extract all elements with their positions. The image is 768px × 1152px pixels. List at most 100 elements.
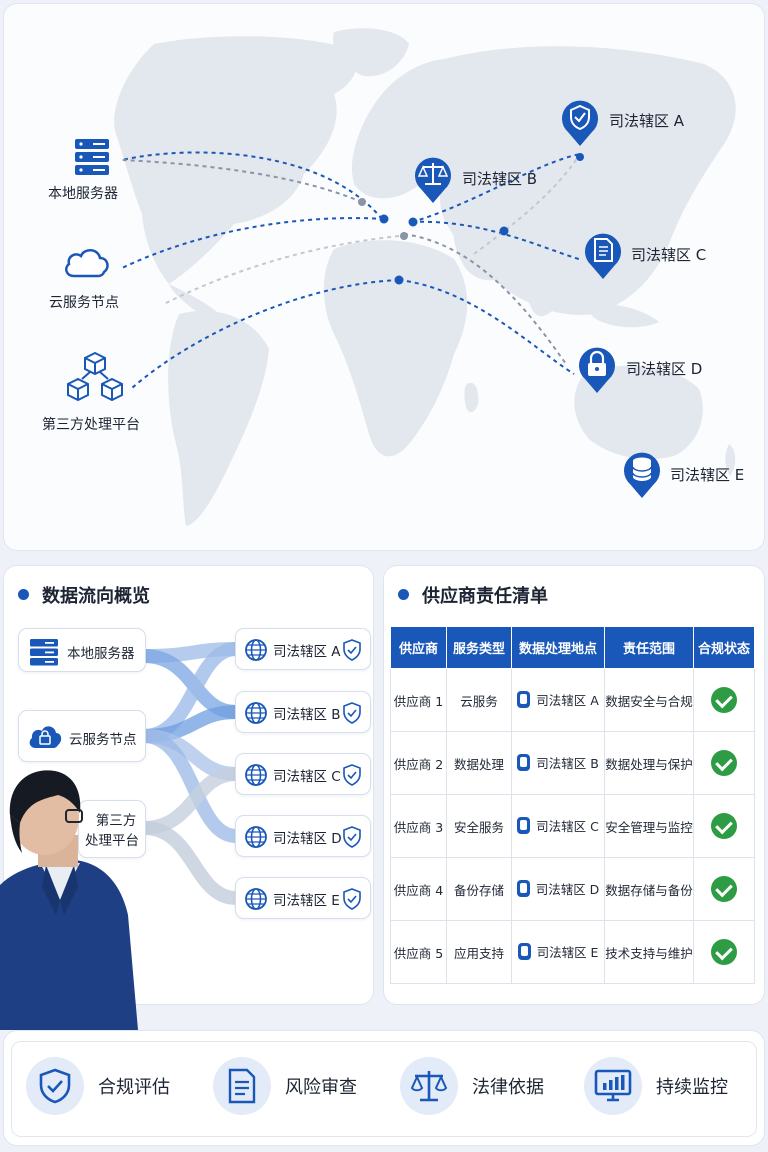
bottom-actions-frame <box>11 1041 757 1137</box>
map-jurisdiction-label-a: 司法辖区 A <box>609 112 685 130</box>
header-status: 合规状态 <box>693 626 755 669</box>
bottom-icon-circle <box>213 1057 271 1115</box>
processing-location: 司法辖区 A <box>511 668 605 732</box>
table-row: 供应商 5 应用支持 司法辖区 E 技术支持与维护 <box>390 920 755 984</box>
route-server-b <box>121 151 383 220</box>
node-6 <box>358 198 366 206</box>
location-label: 司法辖区 A <box>536 692 599 708</box>
service-type: 应用支持 <box>446 920 512 984</box>
shield-check-icon <box>343 888 361 910</box>
route-cloud <box>121 217 385 269</box>
vendor-table: 供应商 服务类型 数据处理地点 责任范围 合规状态 供应商 1 云服务 司法辖区… <box>390 626 755 984</box>
processing-location: 司法辖区 D <box>511 857 605 921</box>
location-label: 司法辖区 B <box>536 755 599 771</box>
monitor-chart-icon <box>594 1069 632 1102</box>
bottom-actions-panel: 合规评估 风险审查 法律依据 持续监控 <box>3 1030 765 1146</box>
vendor-name: 供应商 4 <box>390 857 447 921</box>
check-circle-icon <box>711 939 737 965</box>
route-c <box>411 220 583 261</box>
responsibility-scope: 安全管理与监控 <box>604 794 694 858</box>
flow-ribbons <box>137 642 243 905</box>
location-label: 司法辖区 E <box>536 944 599 960</box>
route-d-gray <box>403 233 567 365</box>
table-row: 供应商 4 备份存储 司法辖区 D 数据存储与备份 <box>390 857 755 921</box>
flow-destination-b-label: 司法辖区 B <box>273 707 341 723</box>
map-source-label-thirdparty: 第三方处理平台 <box>42 417 140 433</box>
check-circle-icon <box>711 876 737 902</box>
node-7 <box>400 232 408 240</box>
header-vendor: 供应商 <box>390 626 447 669</box>
node-5 <box>576 153 584 161</box>
document-icon <box>585 233 621 279</box>
server-icon <box>30 639 58 666</box>
scales-icon <box>410 1071 448 1102</box>
section-dot <box>18 589 29 600</box>
responsibility-scope: 技术支持与维护 <box>604 920 694 984</box>
vendor-name: 供应商 5 <box>390 920 447 984</box>
flow-source-cloud: 云服务节点 <box>18 710 146 762</box>
risk-review-label: 风险审查 <box>285 1077 357 1098</box>
map-nodes <box>358 153 584 285</box>
flow-destination-e: 司法辖区 E <box>235 877 371 919</box>
service-type: 备份存储 <box>446 857 512 921</box>
node-1 <box>379 214 389 224</box>
map-pin-a <box>559 97 601 147</box>
flow-source-thirdparty: 第三方 处理平台 <box>78 800 146 858</box>
vendor-responsibility-panel: 供应商责任清单 供应商 服务类型 数据处理地点 责任范围 合规状态 供应商 1 … <box>383 565 765 1005</box>
bottom-icon-circle <box>26 1057 84 1115</box>
globe-icon <box>245 702 267 724</box>
responsibility-scope: 数据安全与合规 <box>604 668 694 732</box>
globe-icon <box>245 826 267 848</box>
flow-source-server-label: 本地服务器 <box>67 646 135 662</box>
shield-check-icon <box>343 639 361 661</box>
location-icon <box>517 816 531 834</box>
shield-check-icon <box>39 1068 71 1104</box>
server-icon <box>75 139 109 175</box>
shield-check-icon <box>343 764 361 786</box>
globe-icon <box>245 764 267 786</box>
lock-icon <box>579 347 615 393</box>
map-flow-routes <box>121 151 583 389</box>
header-service: 服务类型 <box>446 626 512 669</box>
shield-check-icon <box>343 702 361 724</box>
compliance-assessment-item[interactable]: 合规评估 <box>26 1055 170 1117</box>
flow-source-server: 本地服务器 <box>18 628 146 672</box>
legal-basis-label: 法律依据 <box>472 1077 544 1098</box>
world-map <box>114 28 736 526</box>
table-row: 供应商 1 云服务 司法辖区 A 数据安全与合规 <box>390 668 755 732</box>
flow-destination-c: 司法辖区 C <box>235 753 371 795</box>
header-location: 数据处理地点 <box>511 626 605 669</box>
flow-destination-a-label: 司法辖区 A <box>273 644 341 660</box>
flow-destination-d: 司法辖区 D <box>235 815 371 857</box>
thirdparty-label-line1: 第三方 <box>95 813 137 829</box>
compliance-status <box>693 794 755 858</box>
compliance-status <box>693 857 755 921</box>
risk-review-item[interactable]: 风险审查 <box>213 1055 357 1117</box>
legal-basis-item[interactable]: 法律依据 <box>400 1055 544 1117</box>
check-circle-icon <box>711 750 737 776</box>
person-illustration <box>0 770 138 1030</box>
thirdparty-label-line2: 处理平台 <box>85 833 139 849</box>
bottom-icon-circle <box>584 1057 642 1115</box>
map-source-label-cloud: 云服务节点 <box>49 295 119 311</box>
location-label: 司法辖区 D <box>535 881 600 897</box>
route-thirdparty <box>131 279 400 389</box>
map-pin-b <box>412 154 454 204</box>
globe-icon <box>245 639 267 661</box>
service-type: 云服务 <box>446 668 512 732</box>
continuous-monitoring-item[interactable]: 持续监控 <box>584 1055 728 1117</box>
map-pin-c <box>582 230 624 280</box>
vendor-name: 供应商 3 <box>390 794 447 858</box>
compliance-status <box>693 668 755 732</box>
flow-destination-c-label: 司法辖区 C <box>273 769 341 785</box>
table-row: 供应商 3 安全服务 司法辖区 C 安全管理与监控 <box>390 794 755 858</box>
flow-destination-e-label: 司法辖区 E <box>273 893 340 909</box>
cloud-icon <box>65 249 109 278</box>
node-2 <box>408 217 418 227</box>
processing-location: 司法辖区 C <box>511 794 605 858</box>
responsibility-scope: 数据存储与备份 <box>604 857 694 921</box>
route-a-gray <box>473 153 581 255</box>
location-label: 司法辖区 C <box>536 818 599 834</box>
compliance-status <box>693 731 755 795</box>
map-pin-d <box>576 344 618 394</box>
